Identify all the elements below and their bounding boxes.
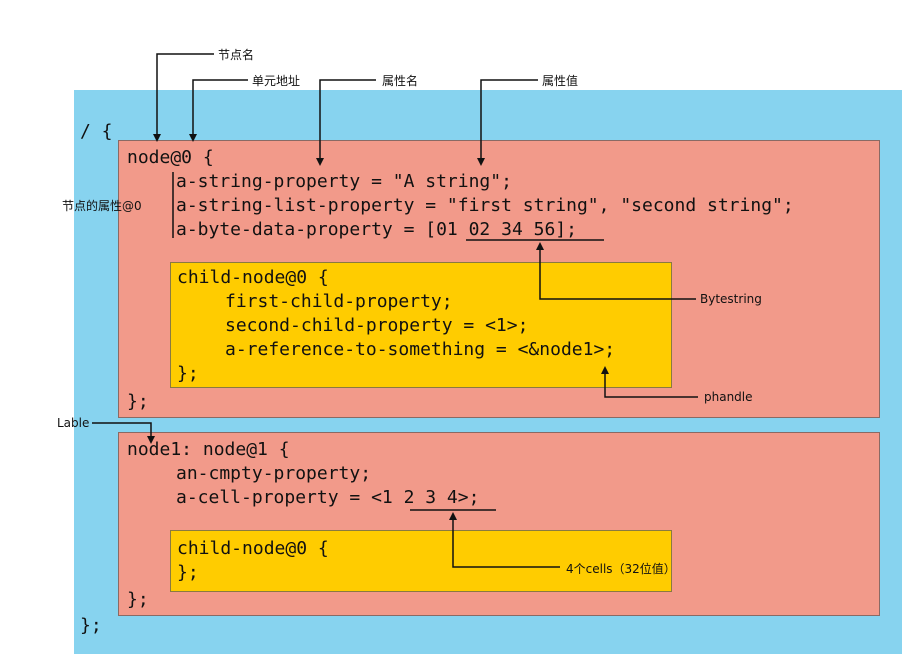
- label-bytestring: Bytestring: [700, 292, 762, 306]
- node0-close: };: [127, 391, 149, 412]
- label-property-name: 属性名: [382, 74, 419, 88]
- arrow-property-value: [477, 79, 538, 166]
- label-phandle: phandle: [704, 390, 753, 404]
- arrow-property-name: [316, 79, 376, 166]
- label-cells: 4个cells（32位值）: [566, 562, 676, 576]
- arrow-phandle: [601, 366, 698, 398]
- node1-open: node1: node@1 {: [127, 439, 290, 460]
- root-open: / {: [80, 121, 113, 142]
- arrow-node-name: [153, 53, 214, 142]
- node1-child-box: [170, 530, 672, 592]
- node0-child-box: [170, 262, 672, 388]
- label-unit-address: 单元地址: [252, 74, 301, 88]
- node0-prop-3: a-byte-data-property = [01 02 34 56];: [176, 219, 577, 240]
- root-close: };: [80, 615, 102, 636]
- node0-open: node@0 {: [127, 147, 214, 168]
- node0-child-prop-3: a-reference-to-something = <&node1>;: [225, 339, 616, 360]
- label-label: Lable: [57, 416, 90, 430]
- arrow-unit-address: [189, 79, 248, 142]
- node0-prop-2: a-string-list-property = "first string",…: [176, 195, 794, 216]
- node0-child-close: };: [177, 363, 199, 384]
- node0-child-prop-1: first-child-property;: [225, 291, 453, 312]
- node0-prop-1: a-string-property = "A string";: [176, 171, 512, 192]
- node1-child-open: child-node@0 {: [177, 538, 329, 559]
- label-node-name: 节点名: [218, 48, 255, 62]
- node1-close: };: [127, 589, 149, 610]
- arrow-cells: [449, 512, 560, 568]
- node0-child-open: child-node@0 {: [177, 267, 329, 288]
- node1-child-close: };: [177, 562, 199, 583]
- arrow-bytestring: [536, 242, 696, 300]
- arrow-label: [92, 422, 155, 444]
- node1-prop-2: a-cell-property = <1 2 3 4>;: [176, 487, 480, 508]
- node1-prop-1: an-cmpty-property;: [176, 463, 372, 484]
- node0-child-prop-2: second-child-property = <1>;: [225, 315, 529, 336]
- label-property-value: 属性值: [542, 74, 579, 88]
- label-node-properties: 节点的属性@0: [62, 199, 142, 213]
